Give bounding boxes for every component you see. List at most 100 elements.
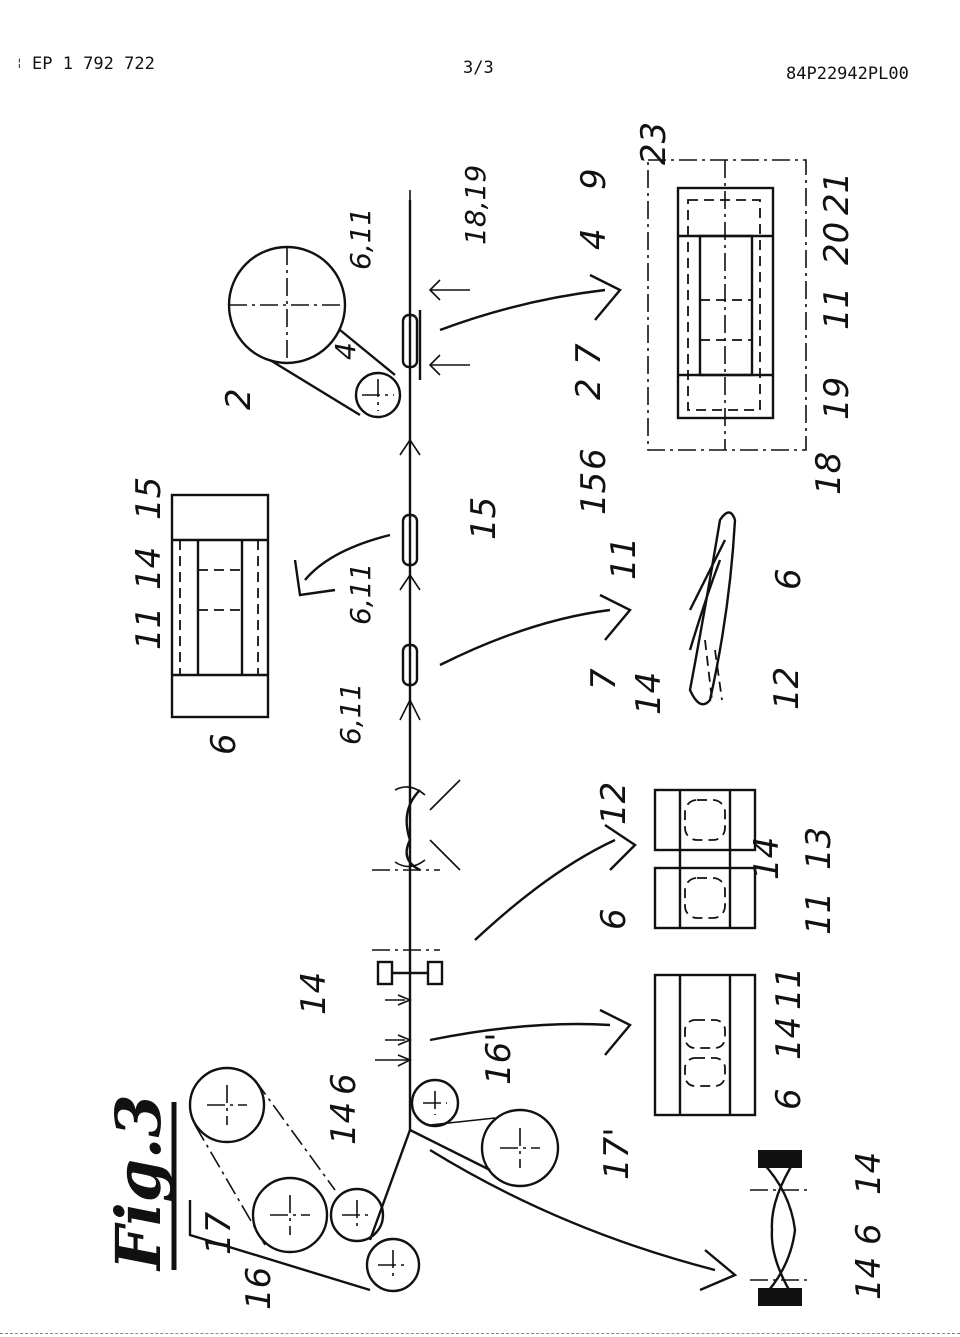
inner-dashes: [700, 299, 752, 341]
guide-roll: [354, 371, 402, 419]
publication-number: EP 1 792 722: [32, 54, 155, 74]
ref-18-right: 18: [809, 452, 849, 495]
pouch-curve-left: [759, 1159, 797, 1301]
ref-14-web: 14: [769, 1017, 809, 1060]
flow-arrow-roll: [439, 608, 611, 667]
ref-6-left: 6: [204, 733, 244, 755]
ref-11-left: 11: [129, 607, 169, 650]
web-feed: [368, 1129, 412, 1241]
ref-14-rolled: 14: [629, 672, 669, 715]
ref-4-right: 4: [574, 228, 614, 250]
ref-6-web: 6: [769, 1088, 809, 1110]
arrow-lines-14: [375, 999, 410, 1061]
flow-arrow-pouch-head: [699, 1249, 738, 1292]
strip-dashed-b: [684, 877, 726, 919]
flow-arrows: [293, 273, 738, 1292]
strip-12-a: [653, 788, 757, 852]
ref-17: 17: [199, 1211, 239, 1255]
transport-arrow-3: [399, 438, 421, 505]
roller-small-bottom: [365, 1237, 421, 1293]
detail-box-right: [647, 159, 807, 451]
ref-21: 21: [817, 172, 857, 215]
ref-6-bottom: 6: [849, 1223, 889, 1245]
ref-23: 23: [634, 122, 674, 165]
ref-6-11-top: 6,11: [344, 208, 377, 270]
ref-6-right: 6: [574, 448, 614, 470]
bottom-roller-assembly: [188, 1066, 560, 1293]
transport-arrow-1: [399, 698, 421, 760]
flow-arrow-roll-head: [599, 593, 632, 641]
package-c: [401, 313, 419, 369]
arrow-head-a: [397, 1054, 412, 1067]
ref-14-strip: 14: [747, 837, 787, 880]
ref-15-top: 15: [464, 497, 504, 540]
flow-arrow-detail: [304, 533, 391, 581]
dashed-outline: [687, 199, 761, 411]
web-feed-lower: [409, 1128, 491, 1172]
package-a: [401, 643, 419, 687]
ref-14-top-web: 14: [294, 972, 334, 1015]
fold-arrow-a: [394, 786, 426, 796]
margin-tick: ¦: [16, 56, 23, 69]
ref-6-rolled: 6: [769, 568, 809, 590]
belt-b: [254, 1079, 336, 1191]
flow-arrow-strip-head: [604, 824, 637, 871]
flow-arrow-pouch: [429, 1148, 716, 1272]
roll-layers: [688, 539, 727, 651]
arrow-head-b: [397, 994, 413, 1046]
strip-views: [653, 788, 757, 1117]
ref-2-top: 2: [219, 388, 259, 410]
ref-18-19: 18,19: [459, 165, 492, 245]
web-dashed-b: [684, 1057, 726, 1087]
ref-14-arrow: 14: [324, 1102, 364, 1145]
press-arrow-b: [428, 279, 470, 301]
fold-arrow-b: [394, 859, 426, 868]
ref-14-bottom-a: 14: [849, 1152, 889, 1195]
flow-arrow-top-head: [589, 273, 622, 321]
detail-frame: [170, 493, 270, 719]
ref-16-prime: 16': [479, 1032, 519, 1085]
ref-14-bottom-b: 14: [849, 1257, 889, 1300]
inner-frame: [698, 234, 754, 377]
ref-20: 20: [817, 222, 857, 265]
page-indicator: 3/3: [463, 58, 494, 78]
press-arrow-a: [428, 354, 470, 376]
page-header: ¦ EP 1 792 722 3/3 84P22942PL00: [0, 50, 960, 90]
roller-crosshairs: [207, 1085, 540, 1280]
ref-17-prime: 17': [597, 1127, 637, 1180]
cutter-upper: [376, 960, 394, 986]
strip-dashed-a: [684, 799, 726, 841]
rolled-package: [688, 511, 737, 706]
pouch-seal-bottom: [758, 1288, 802, 1306]
ref-7-right: 7: [569, 343, 609, 365]
strip-12-b: [653, 866, 757, 930]
ref-6-strip: 6: [594, 908, 634, 930]
ref-11-rolled: 11: [604, 537, 644, 580]
transport-arrow-2: [399, 573, 421, 630]
footer-rule: [0, 1333, 960, 1334]
detail-box-left: [170, 493, 270, 719]
pouch-seal-top: [758, 1150, 802, 1168]
ref-15-right: 15: [574, 472, 614, 515]
ref-19-right: 19: [817, 377, 857, 420]
reference-labels: 2 6,11 4 18,19 15 11 14 15 6 6,11 6,11 9…: [129, 122, 889, 1310]
ref-4-top: 4: [329, 342, 362, 360]
cut-lines: [372, 869, 440, 951]
web-dashed-a: [684, 1019, 726, 1049]
flow-arrow-detail-head: [293, 559, 336, 597]
ref-12-rolled: 12: [767, 667, 807, 710]
ref-6-top-web: 6: [324, 1073, 364, 1095]
roller-small-mid: [329, 1187, 385, 1243]
ref-6-11-low: 6,11: [334, 683, 367, 745]
flow-arrow-web-head: [599, 1008, 632, 1056]
folding-element: [405, 789, 421, 872]
reference-code: 84P22942PL00: [786, 64, 909, 84]
ref-11-right: 11: [817, 287, 857, 330]
cutter-lower: [426, 960, 444, 986]
pouch-view: [750, 1150, 810, 1306]
pouch-curve-right: [770, 1159, 797, 1301]
ref-16: 16: [239, 1267, 279, 1310]
ref-9: 9: [574, 168, 614, 190]
roller-17: [251, 1176, 329, 1254]
